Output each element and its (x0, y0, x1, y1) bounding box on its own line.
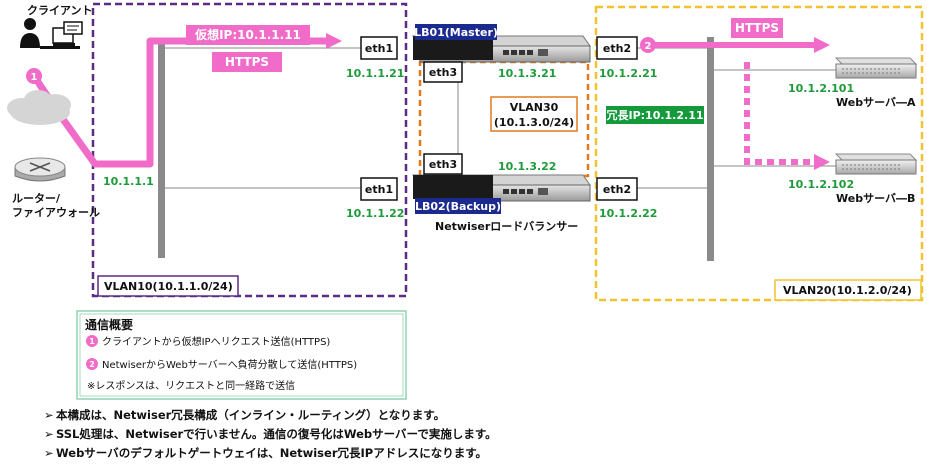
summary-item1-badge (86, 335, 98, 347)
lb-backup-eth2-ip: 10.1.2.22 (599, 207, 657, 220)
lb-master-eth1-ip: 10.1.1.21 (346, 67, 404, 80)
step-2-number: 2 (645, 41, 652, 52)
virtual-ip-tag: 仮想IP:10.1.1.11 (194, 27, 301, 42)
gateway-ip: 10.1.1.1 (103, 175, 154, 188)
vlan10-region (91, 2, 408, 298)
lb-backup-eth3: eth3 (429, 158, 457, 171)
redundant-ip-tag: 冗長IP:10.1.2.11 (605, 109, 703, 122)
lb-backup-eth2: eth2 (603, 183, 631, 196)
https-left-tag: HTTPS (225, 55, 269, 69)
summary-title: 通信概要 (85, 317, 133, 332)
vlan10-switch (158, 44, 165, 258)
lb-master-eth3: eth3 (429, 66, 457, 79)
lb-master-eth1: eth1 (365, 42, 393, 55)
https-right-tag: HTTPS (735, 21, 779, 35)
internet-cloud-icon (7, 90, 71, 125)
lb-master-eth2: eth2 (603, 42, 631, 55)
web-b-label: Webサーバ―B (836, 192, 915, 205)
summary-item2-number: 2 (89, 360, 95, 369)
router-label-line2: ファイアウォール (12, 206, 100, 219)
step-2-badge (640, 37, 656, 53)
web-a-ip: 10.1.2.101 (788, 82, 854, 95)
vlan30-label-line2: (10.1.3.0/24) (494, 116, 574, 129)
web-server-a-icon (834, 57, 918, 79)
note-item: ➢SSL処理は、Netwiserで行いません。通信の復号化はWebサーバーで実施… (44, 425, 497, 444)
summary-item2-badge (86, 358, 98, 370)
vlan20-region (594, 5, 924, 302)
request-path-lb-to-web-b (744, 62, 830, 170)
lb-backup-eth1-ip: 10.1.1.22 (346, 207, 404, 220)
step-1-badge (26, 68, 42, 84)
web-a-label: Webサーバ―A (836, 96, 916, 109)
bullet-arrow-icon: ➢ (44, 446, 54, 460)
web-server-b-icon (834, 153, 918, 175)
client-icon (20, 18, 83, 49)
summary-item1: クライアントから仮想IPへリクエスト送信(HTTPS) (102, 335, 330, 348)
vlan10-label: VLAN10(10.1.1.0/24) (104, 280, 233, 293)
lb-backup-eth3-ip: 10.1.3.22 (498, 160, 556, 173)
bullet-arrow-icon: ➢ (44, 427, 54, 441)
summary-item1-number: 1 (89, 337, 95, 346)
summary-box (76, 310, 407, 400)
summary-item2: NetwiserからWebサーバーへ負荷分散して送信(HTTPS) (102, 358, 357, 371)
lb-master-eth3-ip: 10.1.3.21 (498, 67, 556, 80)
web-b-ip: 10.1.2.102 (788, 178, 854, 191)
lb-backup-device (412, 174, 591, 202)
lb-product-label: Netwiserロードバランサー (435, 220, 578, 233)
summary-note: ※レスポンスは、リクエストと同一経路で送信 (87, 379, 295, 392)
vlan30-label-line1: VLAN30 (510, 101, 559, 114)
bullet-arrow-icon: ➢ (44, 408, 54, 422)
note-item: ➢Webサーバのデフォルトゲートウェイは、Netwiser冗長IPアドレスになり… (44, 444, 497, 463)
note-item: ➢本構成は、Netwiser冗長構成（インライン・ルーティング）となります。 (44, 406, 497, 425)
client-label: クライアント (27, 4, 93, 17)
lb-master-name: LB01(Master) (414, 26, 498, 39)
notes-list: ➢本構成は、Netwiser冗長構成（インライン・ルーティング）となります。 ➢… (44, 406, 497, 463)
vlan20-switch (707, 37, 714, 261)
router-icon (14, 157, 66, 182)
step-1-number: 1 (31, 72, 38, 83)
router-label-line1: ルーター/ (12, 192, 61, 205)
lb-master-eth2-ip: 10.1.2.21 (599, 67, 657, 80)
lb-backup-name: LB02(Backup) (415, 200, 501, 213)
request-path-client-to-vip (31, 33, 342, 168)
vlan20-label: VLAN20(10.1.2.0/24) (783, 284, 912, 297)
lb-backup-eth1: eth1 (365, 183, 393, 196)
